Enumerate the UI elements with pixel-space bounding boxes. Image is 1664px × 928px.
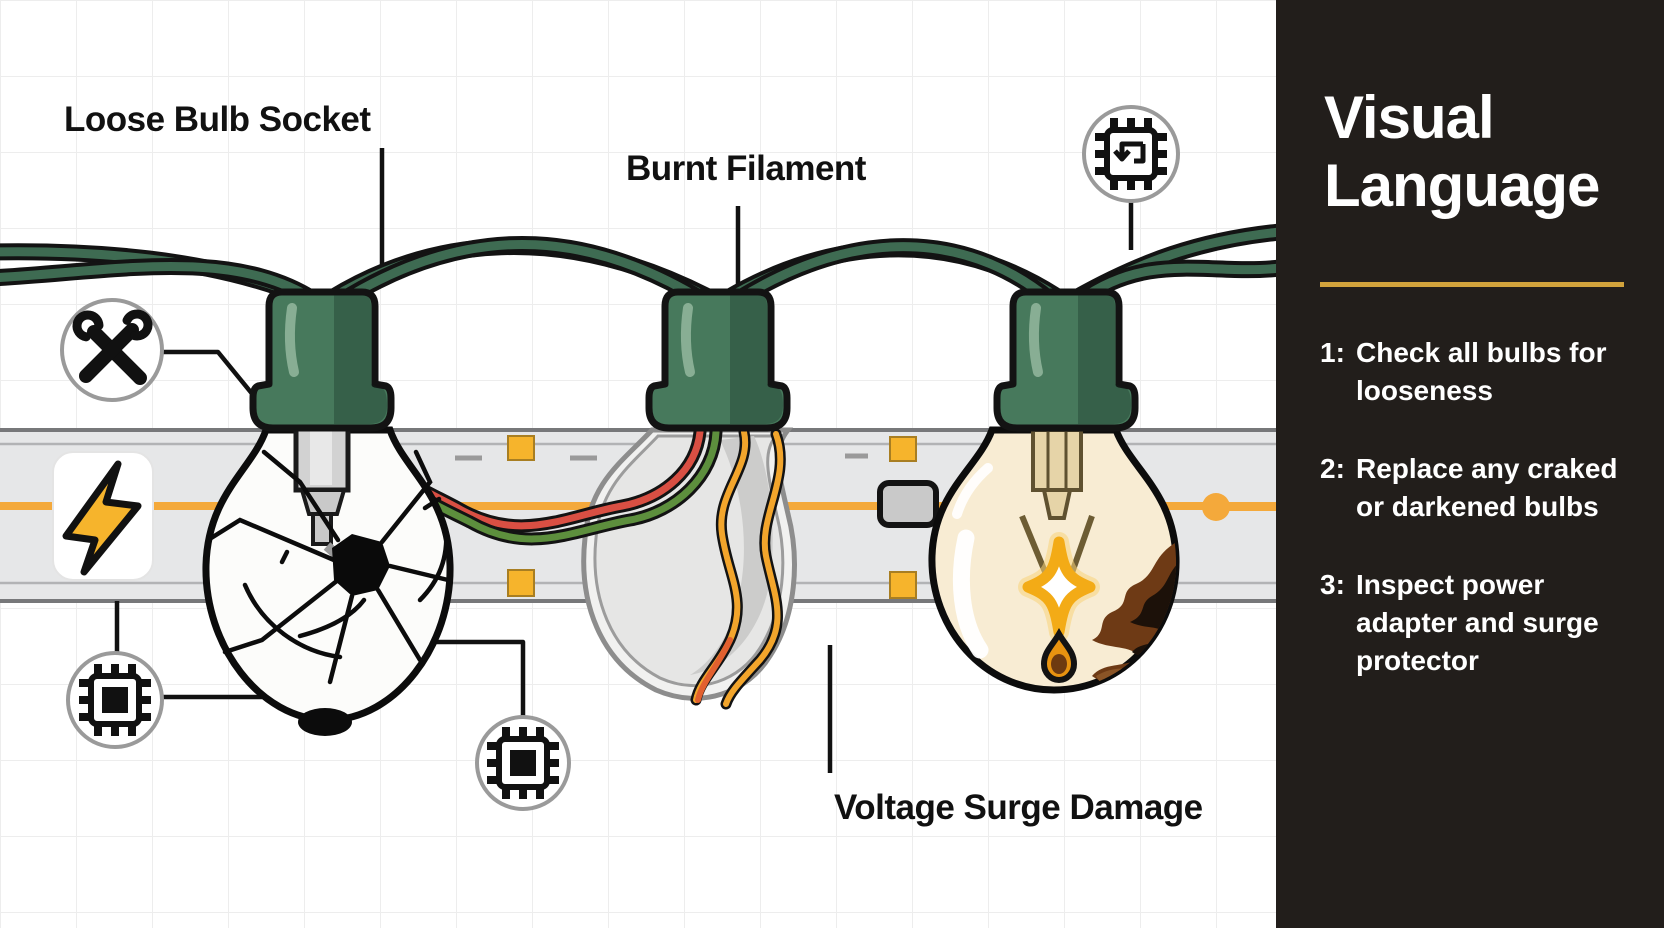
burn-drop	[1040, 628, 1078, 683]
bulb1-base-tip	[298, 708, 352, 736]
bulb3-stem	[1031, 428, 1083, 492]
solder-pads	[507, 435, 917, 599]
checklist-item-text: Replace any craked or darkened bulbs	[1356, 453, 1618, 522]
checklist-item-number: 2:	[1320, 453, 1345, 484]
sidebar-panel: Visual Language 1: Check all bulbs for l…	[1276, 0, 1664, 928]
microchip-icon-bottom	[475, 715, 571, 811]
checklist-item-text: Check all bulbs for looseness	[1356, 337, 1607, 406]
microchip-icon-top-right	[1082, 105, 1180, 203]
sidebar-divider	[1320, 282, 1624, 287]
checklist-item-2: 2: Replace any craked or darkened bulbs	[1320, 450, 1640, 526]
socket-1	[253, 292, 391, 428]
bulb-surge-damaged	[928, 426, 1180, 694]
band-dashes	[455, 453, 868, 461]
illustration-area: Loose Bulb Socket Burnt Filament Voltage…	[0, 0, 1276, 928]
checklist-item-1: 1: Check all bulbs for looseness	[1320, 334, 1640, 410]
bulb-cracked	[202, 425, 454, 736]
leader-chip-bottom	[425, 639, 526, 716]
label-loose-bulb-socket: Loose Bulb Socket	[64, 100, 371, 139]
checklist-item-number: 3:	[1320, 569, 1345, 600]
crack-hole	[332, 534, 390, 596]
bulb2-inner-shade	[690, 436, 773, 675]
bulb3-highlight	[952, 529, 989, 659]
tools-icon	[60, 298, 164, 402]
string-lights-illustration	[0, 0, 1276, 928]
circuit-component-box	[877, 480, 939, 528]
checklist-item-text: Inspect power adapter and surge protecto…	[1356, 569, 1599, 676]
microchip-icon-left	[66, 651, 164, 749]
socket-2	[649, 292, 787, 428]
connecting-wires	[391, 425, 786, 710]
checklist-item-3: 3: Inspect power adapter and surge prote…	[1320, 566, 1640, 680]
label-burnt-filament: Burnt Filament	[626, 149, 866, 188]
string-lights-wire	[0, 223, 1276, 311]
label-voltage-surge-damage: Voltage Surge Damage	[834, 788, 1203, 827]
sidebar-title: Visual Language	[1324, 84, 1600, 219]
checklist: 1: Check all bulbs for looseness 2: Repl…	[1320, 334, 1640, 720]
orange-node-dot	[1202, 493, 1276, 521]
checklist-item-number: 1:	[1320, 337, 1345, 368]
lightning-bolt-icon	[52, 451, 154, 581]
socket-3	[997, 292, 1135, 428]
crack-lines	[205, 449, 451, 685]
